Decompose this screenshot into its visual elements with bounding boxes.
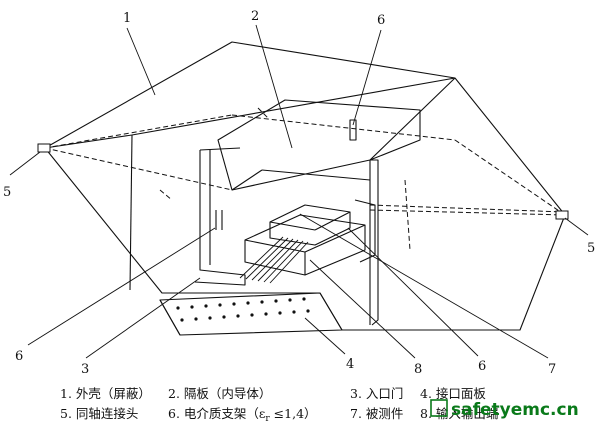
legend-item-8: 8. 输入输出端	[420, 406, 498, 421]
legend-item-3: 3. 入口门	[350, 386, 403, 401]
watermark-logo-icon	[430, 399, 448, 417]
coax-connector-right	[555, 210, 569, 220]
inner-guide	[194, 150, 246, 286]
callout-6-right: 6	[478, 359, 486, 374]
callout-5-right: 5	[587, 241, 595, 256]
coax-connector-left	[37, 143, 51, 153]
septum-plate	[217, 99, 421, 191]
legend-item-7: 7. 被测件	[350, 406, 403, 421]
callout-6-top: 6	[377, 13, 385, 28]
legend-item-4: 4. 接口面板	[420, 386, 486, 401]
callout-6-left: 6	[15, 349, 23, 364]
device-under-test	[269, 204, 351, 246]
outer-shell	[44, 41, 566, 331]
callout-3: 3	[81, 362, 89, 377]
legend-item-5: 5. 同轴连接头	[60, 406, 138, 421]
watermark: safetyemc.cn	[430, 399, 579, 420]
shell-front-face	[131, 77, 456, 136]
legend-item-6: 6. 电介质支架（εr ≤1,4）	[168, 406, 317, 424]
callout-1: 1	[123, 11, 131, 26]
dut-platform	[244, 214, 366, 276]
callout-5-left: 5	[3, 185, 11, 200]
watermark-text: safetyemc.cn	[451, 400, 579, 420]
right-inner-wall	[370, 159, 379, 326]
callout-4: 4	[346, 357, 354, 372]
callout-2: 2	[251, 9, 259, 24]
dielectric-support	[349, 119, 357, 141]
callout-8: 8	[414, 362, 422, 377]
legend-item-2: 2. 隔板（内导体）	[168, 386, 271, 401]
callout-7: 7	[548, 362, 556, 377]
legend-item-1: 1. 外壳（屏蔽）	[60, 386, 151, 401]
